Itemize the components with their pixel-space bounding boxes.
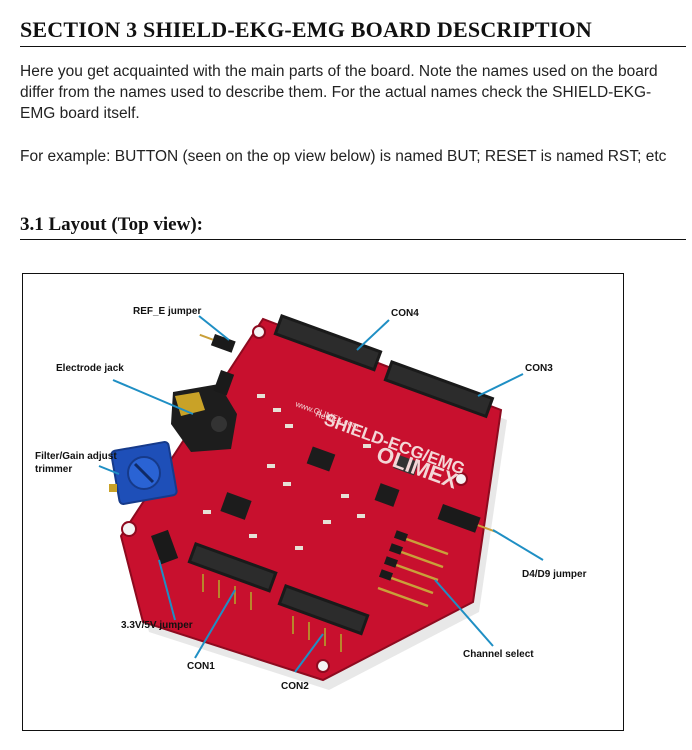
callout-electrode-jack: Electrode jack [56,363,124,374]
callout-con2: CON2 [281,681,309,692]
mounting-hole [454,472,468,486]
callout-3v3-5v-jumper: 3.3V/5V jumper [121,620,193,631]
callout-filter-gain-line2: trimmer [35,464,73,475]
callout-filter-gain-line1: Filter/Gain adjust [35,451,117,462]
example-paragraph: For example: BUTTON (seen on the op view… [20,148,667,165]
header-pins [202,574,342,652]
board-illustration: SHIELD-ECG/EMG www.OLIMEX.com Rev.A OLIM… [98,314,544,690]
callout-channel-select: Channel select [463,649,534,660]
callout-con3: CON3 [525,363,553,374]
callout-ref-e-jumper: REF_E jumper [133,306,202,317]
callout-d4-d9-jumper: D4/D9 jumper [522,569,587,580]
ref-e-jumper [199,333,236,353]
mounting-hole [252,325,266,339]
v33-5v-jumper [151,529,179,565]
mounting-hole [316,659,330,673]
smd-components [203,394,371,550]
callout-lines [98,315,544,673]
callout-con1: CON1 [187,661,215,672]
ic-chips [220,446,419,520]
board-layout-figure: SHIELD-ECG/EMG www.OLIMEX.com Rev.A OLIM… [22,273,624,731]
intro-paragraph: Here you get acquainted with the main pa… [20,63,658,122]
layout-subheading: 3.1 Layout (Top view): [20,212,686,240]
con3-header [383,360,495,419]
con2-header [277,584,370,636]
channel-select-pins [377,534,449,608]
callout-con4: CON4 [391,308,419,319]
channel-select-jumpers [378,530,409,581]
mounting-hole [121,521,137,537]
con4-header [273,314,383,372]
con1-header [187,542,278,593]
section-heading: SECTION 3 SHIELD-EKG-EMG BOARD DESCRIPTI… [20,15,686,47]
filter-gain-trimmer [109,441,178,505]
